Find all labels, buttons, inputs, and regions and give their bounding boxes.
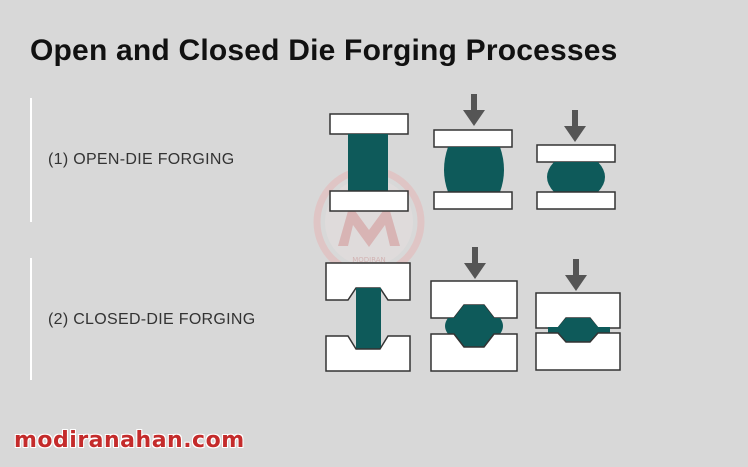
lower-die <box>433 191 513 210</box>
closed-die-label: (2) CLOSED-DIE FORGING <box>48 311 256 328</box>
lower-die <box>535 332 621 371</box>
open-die-stage-2 <box>433 94 513 210</box>
upper-die <box>536 144 616 163</box>
upper-die <box>433 129 513 148</box>
open-die-label: (1) OPEN-DIE FORGING <box>48 151 235 168</box>
open-die-divider <box>30 98 32 222</box>
down-arrow-icon <box>463 94 485 126</box>
down-arrow-icon <box>464 247 486 279</box>
down-arrow-icon <box>565 259 587 291</box>
workpiece-barreled <box>444 147 504 192</box>
closed-die-stage-3 <box>535 259 621 371</box>
closed-die-stage-2 <box>430 247 518 372</box>
lower-die <box>325 335 411 372</box>
down-arrow-icon <box>564 110 586 142</box>
page-title: Open and Closed Die Forging Processes <box>30 34 618 67</box>
lower-die <box>536 191 616 210</box>
workpiece-flattened <box>547 162 605 192</box>
open-die-stage-3 <box>536 110 616 210</box>
closed-die-divider <box>30 258 32 380</box>
watermark-text: MODIRAN <box>352 256 386 264</box>
lower-die <box>329 190 409 212</box>
upper-die <box>329 113 409 135</box>
open-die-stage-1 <box>329 113 409 212</box>
website-watermark: modiranahan.com <box>14 428 245 453</box>
lower-die <box>430 333 518 372</box>
closed-die-stage-1 <box>325 262 411 372</box>
workpiece-billet <box>356 288 381 349</box>
workpiece-billet <box>348 134 388 191</box>
workpiece-partially-formed <box>445 305 503 347</box>
